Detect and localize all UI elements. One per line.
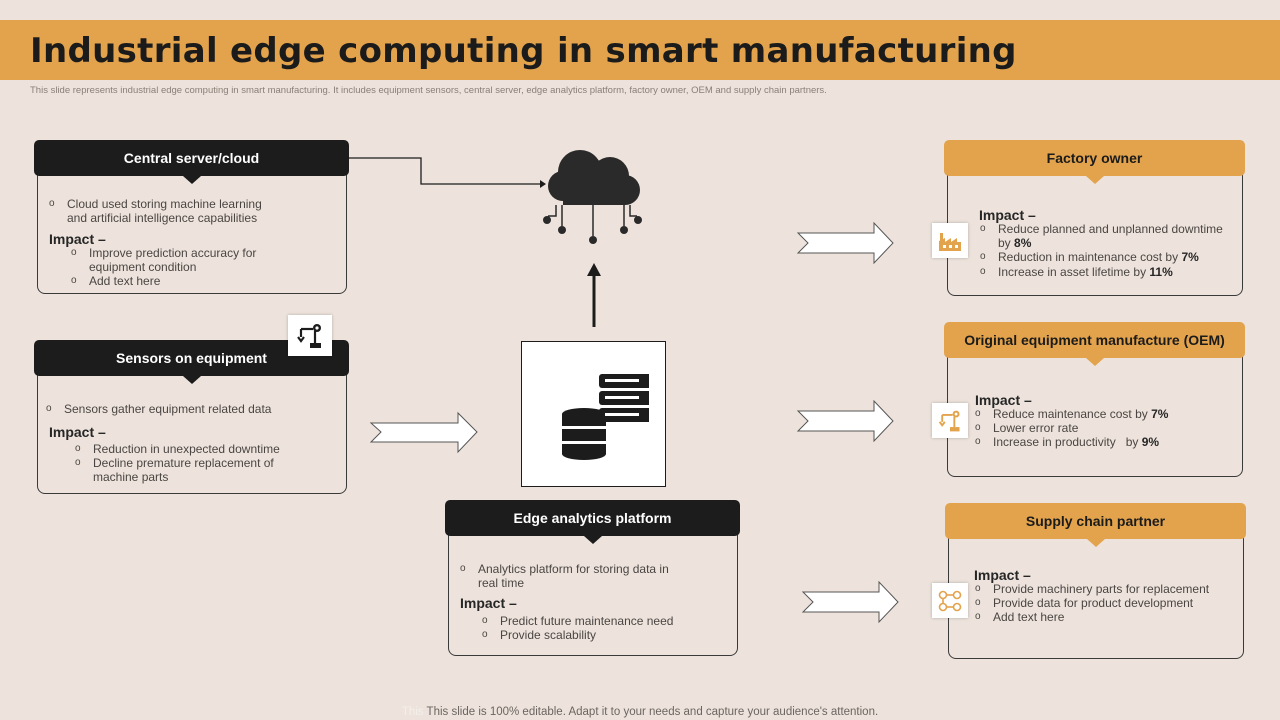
sensors-impact-item: Decline premature replacement of machine… bbox=[75, 456, 293, 484]
oem-impact-item: Reduce maintenance cost by 7% bbox=[975, 407, 1233, 421]
impact-text: Reduce maintenance cost by bbox=[993, 407, 1152, 421]
block-arrow-sensors bbox=[369, 411, 478, 454]
sensors-impact-label: Impact – bbox=[49, 424, 106, 440]
supply-chain-icon bbox=[938, 590, 962, 611]
impact-text: Increase in asset lifetime by bbox=[998, 265, 1150, 279]
supply-chain-header: Supply chain partner bbox=[945, 503, 1246, 547]
central-connector-line bbox=[349, 157, 540, 185]
impact-value: 7% bbox=[1181, 250, 1199, 264]
page-subtitle: This slide represents industrial edge co… bbox=[30, 85, 827, 96]
impact-value: 8% bbox=[1014, 236, 1032, 250]
factory-icon bbox=[939, 232, 961, 251]
edge-analytics-desc: Analytics platform for storing data in r… bbox=[460, 562, 688, 590]
robot-arm-icon bbox=[938, 410, 960, 431]
central-server-desc: Cloud used storing machine learning and … bbox=[49, 197, 277, 225]
edge-analytics-impact-item: Predict future maintenance need bbox=[482, 614, 720, 628]
sensors-impact-item: Reduction in unexpected downtime bbox=[75, 442, 313, 456]
oem-impact-item: Lower error rate bbox=[975, 421, 1233, 435]
page-title: Industrial edge computing in smart manuf… bbox=[30, 31, 1017, 71]
impact-text: Increase in productivity by bbox=[993, 435, 1142, 449]
supply-chain-icon-box bbox=[932, 583, 968, 618]
up-arrow-head bbox=[587, 263, 601, 276]
oem-impact-label: Impact – bbox=[975, 392, 1032, 408]
oem-header: Original equipment manufacture (OEM) bbox=[944, 322, 1245, 366]
edge-analytics-impact-item: Provide scalability bbox=[482, 628, 720, 642]
edge-analytics-impact-label: Impact – bbox=[460, 595, 517, 611]
oem-impact-item: Increase in productivity by 9% bbox=[975, 435, 1233, 449]
factory-icon-box bbox=[932, 223, 968, 258]
supply-chain-impact-item: Provide machinery parts for replacement bbox=[975, 582, 1233, 596]
supply-chain-impact-item: Provide data for product development bbox=[975, 596, 1233, 610]
central-server-header: Central server/cloud bbox=[34, 140, 349, 184]
factory-owner-impact-item: Increase in asset lifetime by 11% bbox=[980, 265, 1238, 279]
robot-arm-icon bbox=[297, 323, 321, 348]
central-server-impact-item: Add text here bbox=[71, 274, 279, 288]
impact-text: Lower error rate bbox=[993, 421, 1079, 435]
impact-text: Reduce planned and unplanned downtime by bbox=[998, 222, 1223, 250]
supply-chain-impact-item: Add text here bbox=[975, 610, 1233, 624]
impact-value: 7% bbox=[1151, 407, 1169, 421]
central-server-impact-label: Impact – bbox=[49, 231, 106, 247]
footer-text: This slide is 100% editable. Adapt it to… bbox=[426, 706, 879, 718]
cloud-network-icon bbox=[543, 150, 642, 244]
central-server-impact-item: Improve prediction accuracy for equipmen… bbox=[71, 246, 279, 274]
sensors-desc: Sensors gather equipment related data bbox=[46, 402, 324, 416]
edge-analytics-header: Edge analytics platform bbox=[445, 500, 740, 544]
impact-value: 9% bbox=[1141, 435, 1160, 449]
database-server-icon bbox=[560, 374, 649, 460]
factory-owner-impact-label: Impact – bbox=[979, 207, 1036, 223]
footer-faint-text: This bbox=[401, 706, 427, 718]
block-arrow-supply bbox=[801, 580, 899, 624]
impact-value: 11% bbox=[1149, 265, 1173, 279]
robot-arm-icon-box bbox=[288, 315, 332, 356]
title-bar bbox=[0, 20, 1280, 80]
footer-note: This This slide is 100% editable. Adapt … bbox=[0, 706, 1280, 718]
oem-robot-icon-box bbox=[932, 403, 968, 438]
impact-text: Reduction in maintenance cost by bbox=[998, 250, 1182, 264]
database-icon-box bbox=[521, 341, 666, 487]
supply-chain-impact-label: Impact – bbox=[974, 567, 1031, 583]
factory-owner-impact-item: Reduce planned and unplanned downtime by… bbox=[980, 222, 1238, 250]
block-arrow-factory bbox=[796, 221, 894, 265]
factory-owner-impact-item: Reduction in maintenance cost by 7% bbox=[980, 250, 1238, 264]
factory-owner-header: Factory owner bbox=[944, 140, 1245, 184]
block-arrow-oem bbox=[796, 399, 894, 443]
